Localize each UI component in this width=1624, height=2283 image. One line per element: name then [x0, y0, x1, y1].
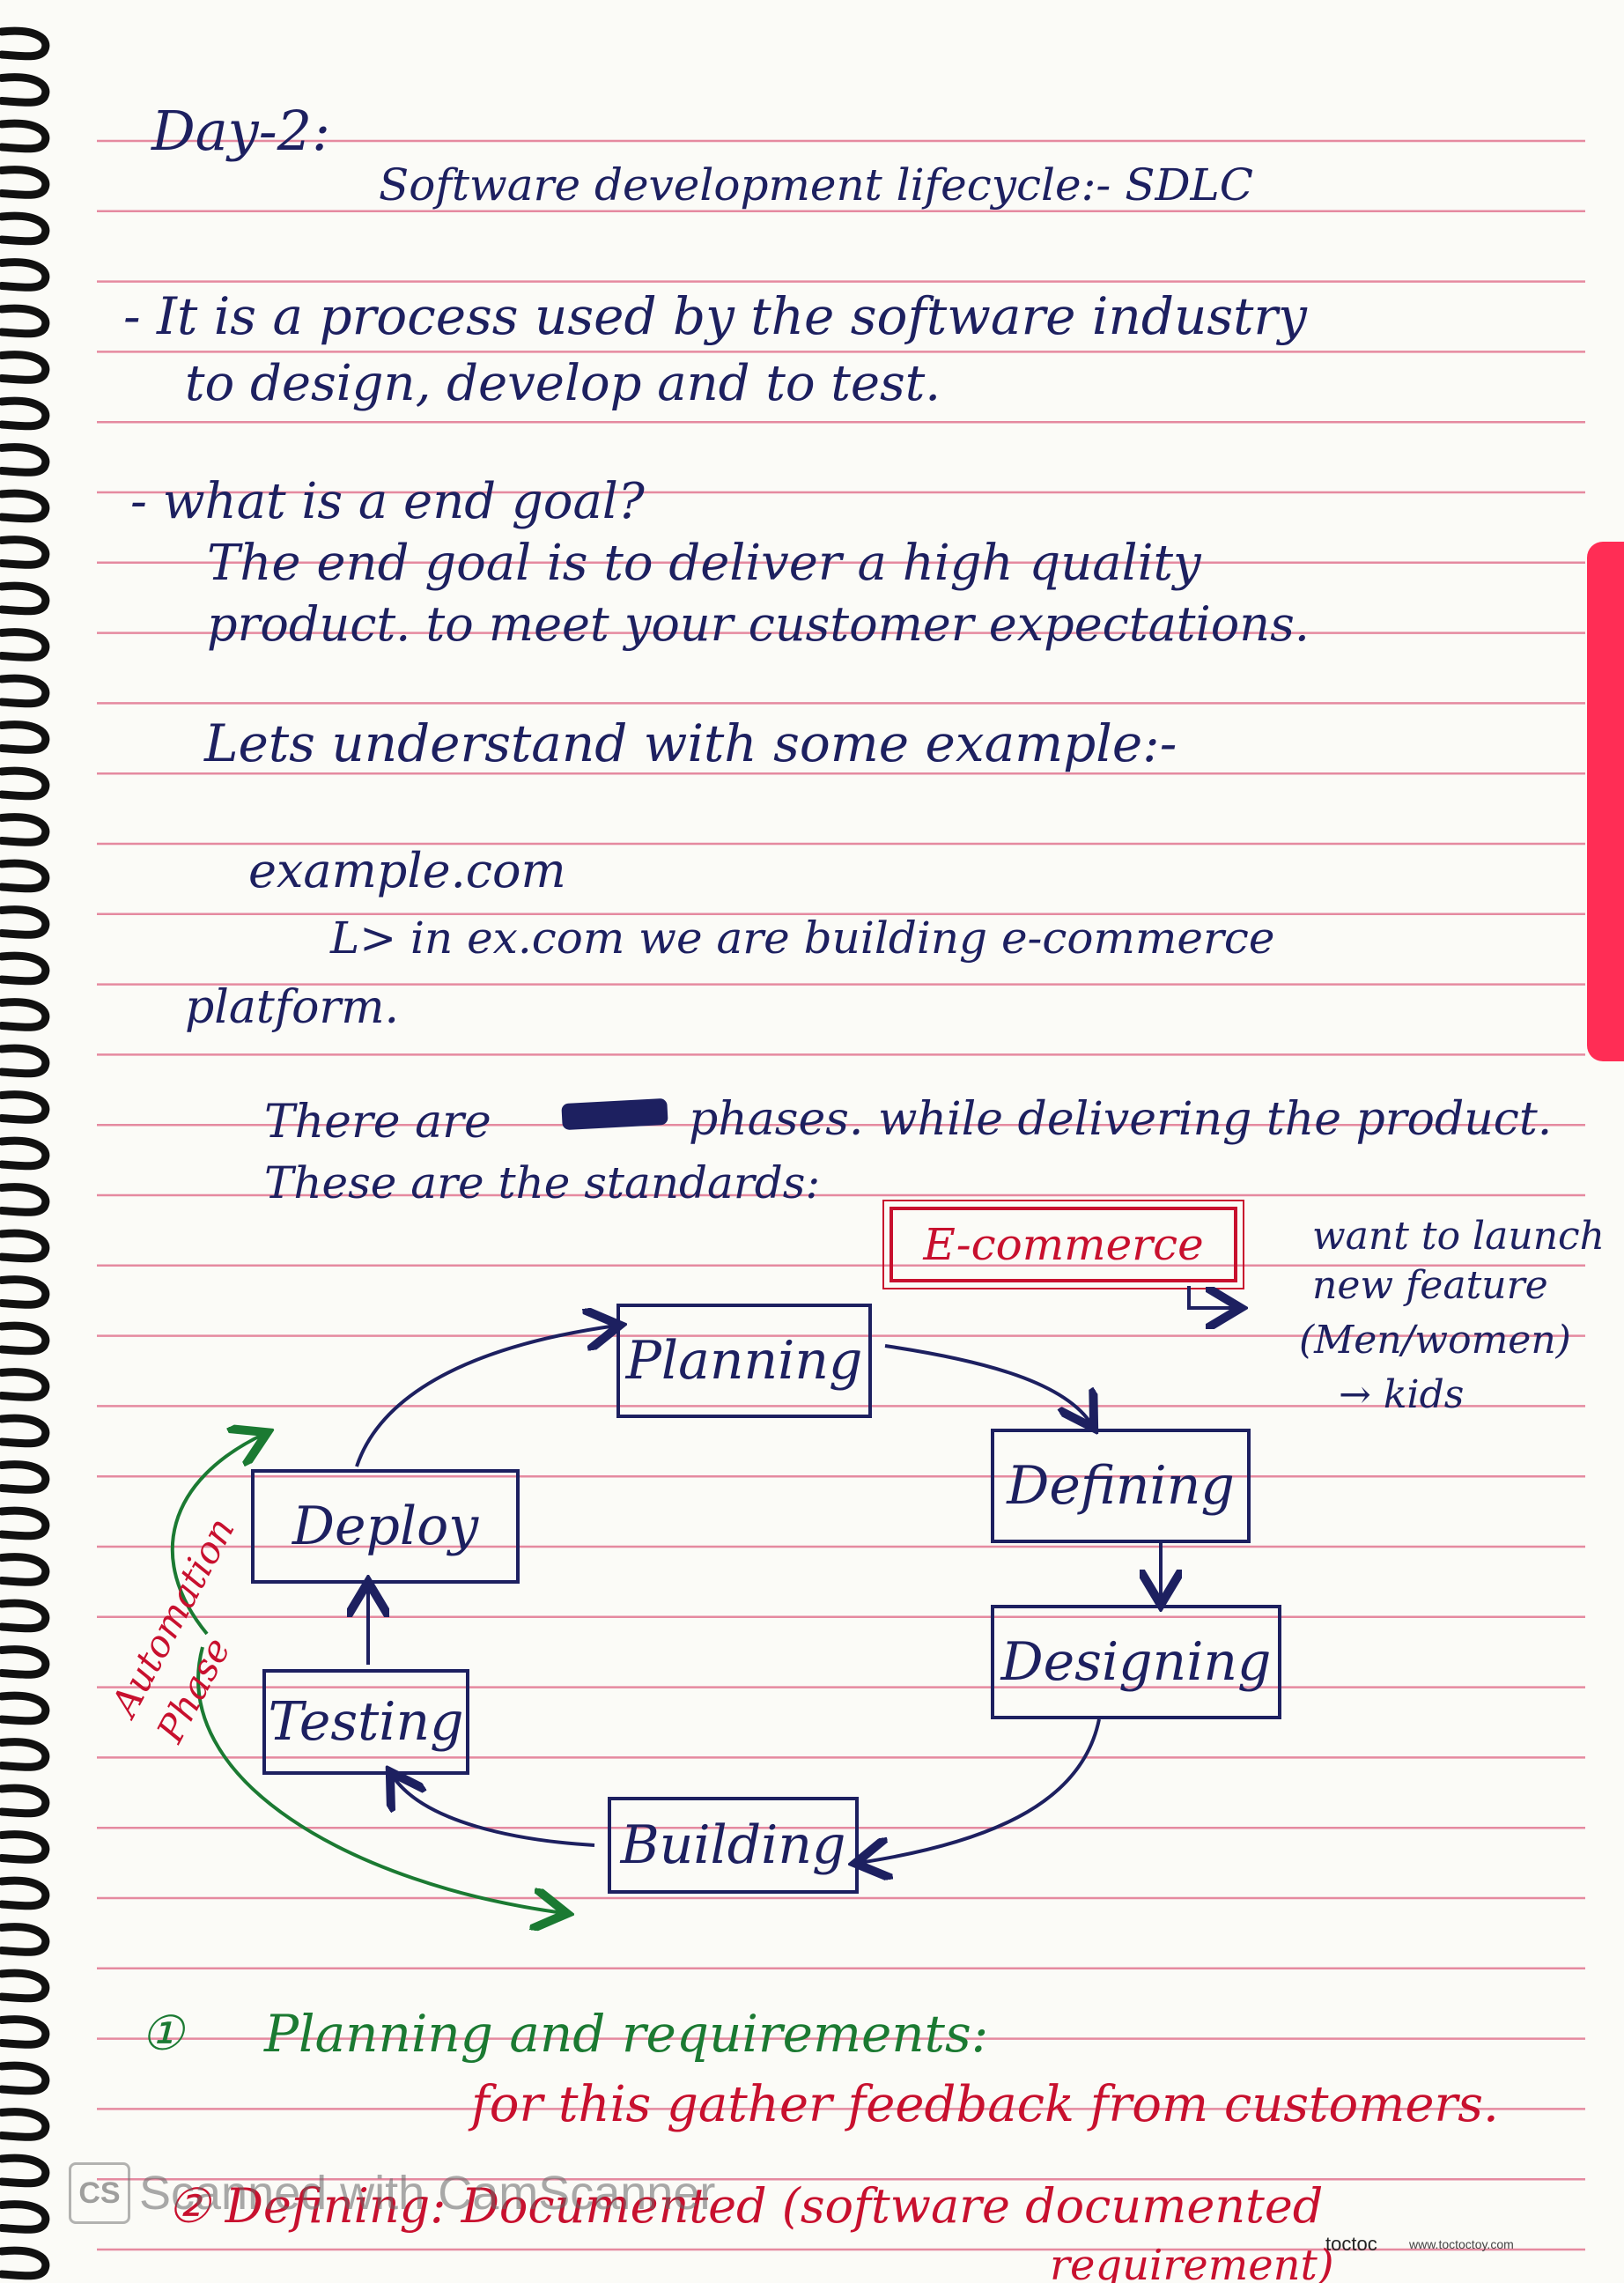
side-note-4: → kids [1339, 1372, 1465, 1417]
spiral-ring [0, 1044, 50, 1078]
definition-line-1: - It is a process used by the software i… [123, 286, 1307, 346]
section1-title: Planning and requirements: [264, 2004, 989, 2064]
spiral-ring [0, 2200, 50, 2234]
spiral-ring [0, 2246, 50, 2280]
spiral-ring [0, 2108, 50, 2141]
phases-line-2: These are the standards: [264, 1157, 821, 1208]
planning-to-defining-arrow [884, 1344, 1092, 1425]
spiral-ring [0, 766, 50, 801]
spiral-ring [0, 581, 50, 616]
day-heading: Day-2: [151, 99, 330, 163]
spiral-ring [0, 1969, 50, 2003]
spiral-ring [0, 1599, 50, 1633]
brand-name: toctoc [1325, 2233, 1377, 2255]
spiral-ring [0, 1830, 50, 1864]
automation-loop-arrow-top [170, 1434, 264, 1636]
spiral-ring [0, 396, 50, 431]
spiral-ring [0, 1414, 50, 1448]
page-title: Software development lifecycle:- SDLC [379, 159, 1254, 211]
spiral-ring [0, 2015, 50, 2049]
example-intro: Lets understand with some example:- [204, 713, 1177, 773]
camscanner-logo-icon: CS [69, 2162, 130, 2224]
side-note-2: new feature [1312, 1263, 1548, 1308]
spiral-ring [0, 1738, 50, 1771]
spiral-ring [0, 1876, 50, 1910]
spiral-ring [0, 1553, 50, 1586]
spiral-ring [0, 489, 50, 523]
node-testing: Testing [262, 1669, 469, 1775]
spiral-ring [0, 166, 50, 199]
goal-line-1: The end goal is to deliver a high qualit… [207, 535, 1201, 592]
brand-url: www.toctoctoy.com [1409, 2237, 1514, 2251]
goal-question: - what is a end goal? [130, 473, 645, 530]
side-note-1: want to launch [1312, 1214, 1606, 1259]
example-line-1: L> in ex.com we are building e-commerce [330, 912, 1275, 964]
spiral-ring [0, 813, 50, 846]
spiral-ring [0, 1229, 50, 1263]
spiral-ring [0, 951, 50, 986]
node-defining: Defining [991, 1429, 1251, 1543]
spiral-ring [0, 628, 50, 661]
spiral-ring [0, 1136, 50, 1171]
spiral-ring [0, 1321, 50, 1356]
example-line-2: platform. [185, 981, 400, 1034]
spiral-ring [0, 1784, 50, 1818]
node-planning: Planning [616, 1304, 872, 1418]
spiral-ring [0, 720, 50, 754]
spiral-ring [0, 119, 50, 153]
phases-line-1b: phases. while delivering the product. [689, 1093, 1553, 1146]
spiral-ring [0, 304, 50, 338]
spiral-ring [0, 351, 50, 384]
spiral-ring [0, 258, 50, 292]
spiral-ring [0, 674, 50, 708]
building-to-testing-arrow [392, 1775, 595, 1847]
spiral-ring [0, 859, 50, 893]
designing-to-building-arrow [859, 1718, 1101, 1863]
spiral-ring [0, 2154, 50, 2188]
spiral-ring [0, 73, 50, 107]
spiral-ring [0, 211, 50, 246]
automation-loop-arrow-bottom [196, 1646, 564, 1913]
spiral-ring [0, 1691, 50, 1725]
node-building: Building [608, 1797, 859, 1894]
section2-title: ② Defining: Documented (software documen… [167, 2178, 1324, 2234]
spiral-ring [0, 905, 50, 939]
spiral-ring [0, 1923, 50, 1956]
node-designing: Designing [991, 1605, 1281, 1719]
spiral-ring [0, 1090, 50, 1124]
definition-line-2: to design, develop and to test. [185, 355, 941, 412]
spiral-ring [0, 443, 50, 477]
section2-cont: requirement) [1050, 2241, 1334, 2283]
spiral-ring [0, 1506, 50, 1540]
camscanner-watermark: CS Scanned with CamScanner [69, 2162, 715, 2224]
side-note-3: (Men/women) [1299, 1318, 1571, 1363]
spiral-ring [0, 26, 50, 61]
ecommerce-to-note-arrow [1187, 1286, 1237, 1308]
spiral-ring [0, 998, 50, 1031]
spiral-binding [0, 26, 50, 2280]
spiral-ring [0, 536, 50, 569]
node-deploy: Deploy [251, 1469, 520, 1584]
spiral-ring [0, 1368, 50, 1401]
camscanner-text: Scanned with CamScanner [139, 2167, 716, 2220]
spiral-ring [0, 1645, 50, 1679]
deploy-to-planning-arrow [355, 1326, 616, 1467]
phases-line-1a: There are [264, 1096, 491, 1149]
page-tab-marker [1587, 542, 1624, 1061]
ecommerce-box: E-commerce [882, 1200, 1244, 1289]
example-site: example.com [248, 843, 566, 898]
goal-line-2: product. to meet your customer expectati… [207, 596, 1310, 652]
spiral-ring [0, 1275, 50, 1309]
spiral-ring [0, 1460, 50, 1494]
spiral-ring [0, 1183, 50, 1216]
section1-note: for this gather feedback from customers. [471, 2076, 1499, 2133]
spiral-ring [0, 2061, 50, 2095]
section1-number: ① [141, 2006, 184, 2061]
